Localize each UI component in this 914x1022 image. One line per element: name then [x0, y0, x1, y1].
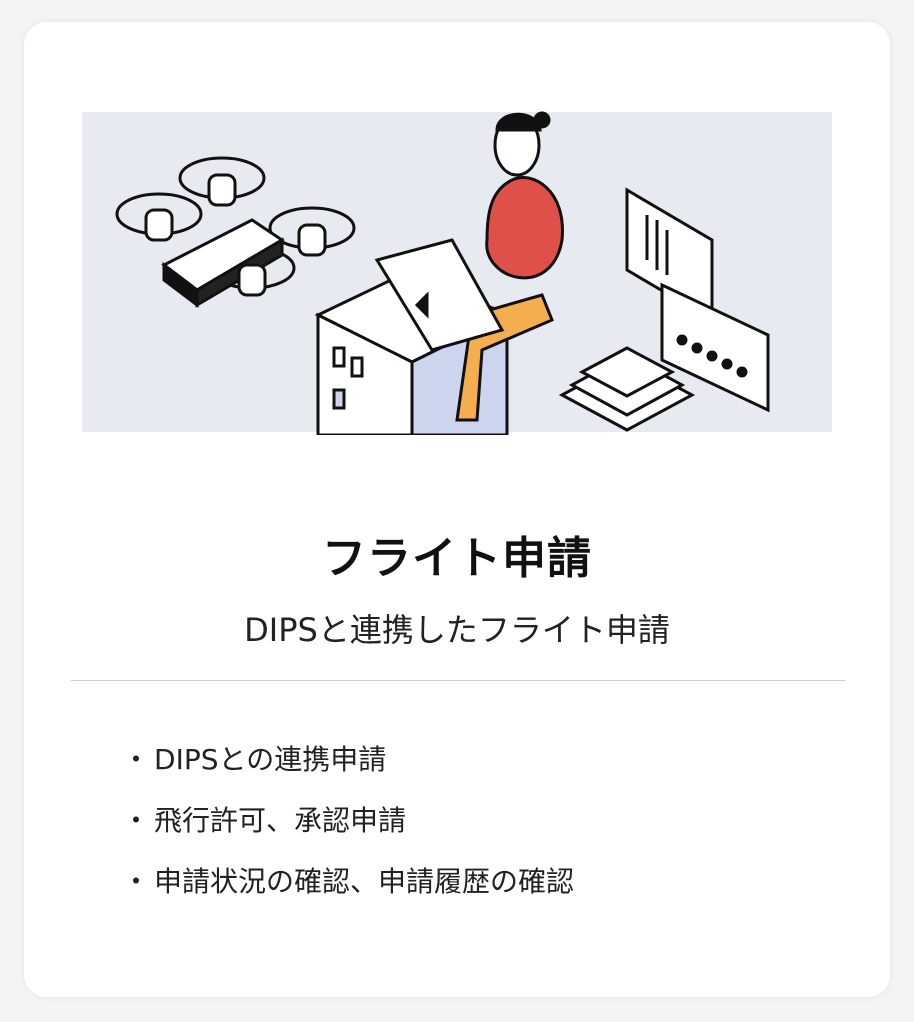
divider [71, 680, 845, 681]
feature-item: ・DIPSとの連携申請 [122, 738, 574, 799]
feature-item: ・飛行許可、承認申請 [122, 799, 574, 860]
feature-item: ・申請状況の確認、申請履歴の確認 [122, 860, 574, 921]
papers-stack-icon [558, 346, 696, 432]
feature-label: 飛行許可、承認申請 [154, 804, 407, 837]
feature-label: DIPSとの連携申請 [154, 743, 387, 776]
drone-operator-illustration [82, 111, 832, 435]
bullet: ・ [122, 865, 151, 898]
drone-icon [115, 156, 356, 309]
flight-application-card[interactable]: フライト申請 DIPSと連携したフライト申請 ・DIPSとの連携申請 ・飛行許可… [24, 22, 890, 997]
bullet: ・ [122, 743, 151, 776]
feature-list: ・DIPSとの連携申請 ・飛行許可、承認申請 ・申請状況の確認、申請履歴の確認 [122, 738, 574, 921]
card-subtitle: DIPSと連携したフライト申請 [244, 611, 670, 649]
bullet: ・ [122, 804, 151, 837]
feature-label: 申請状況の確認、申請履歴の確認 [154, 865, 575, 898]
card-title: フライト申請 [322, 533, 592, 584]
person-icon [374, 111, 564, 422]
chart-panel-icon [625, 187, 770, 413]
